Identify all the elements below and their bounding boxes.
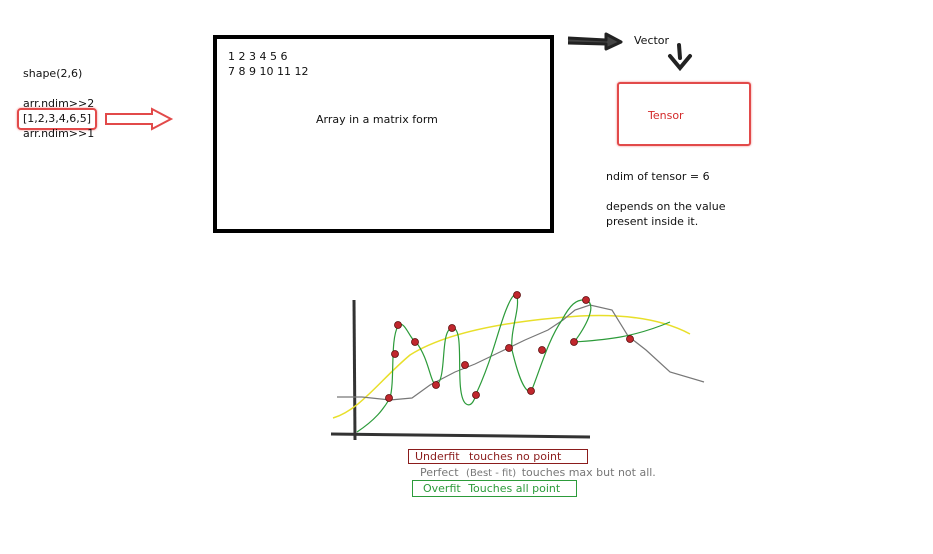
shape-note: shape(2,6)	[23, 67, 83, 80]
data-point	[626, 335, 634, 343]
data-point	[448, 324, 456, 332]
matrix-caption: Array in a matrix form	[316, 113, 438, 126]
overfit-curve	[356, 294, 671, 433]
data-point	[538, 346, 546, 354]
data-point	[505, 344, 513, 352]
underfit-legend: Underfit touches no point	[408, 449, 588, 464]
data-point	[385, 394, 393, 402]
tensor-box	[617, 82, 751, 146]
perfect-description: touches max but not all.	[521, 466, 656, 479]
matrix-row-1: 1 2 3 4 5 6	[228, 50, 288, 63]
black-arrow-down-icon	[668, 43, 692, 72]
tensor-ndim-note: ndim of tensor = 6	[606, 170, 710, 183]
array-1d-note: [1,2,3,4,6,5]	[23, 112, 92, 125]
data-point	[472, 391, 480, 399]
perfect-subtitle: (Best - fit)	[466, 468, 517, 479]
array-1d-highlight	[17, 108, 97, 130]
x-axis	[330, 432, 591, 439]
ndim-2-note: arr.ndim>>2	[23, 97, 95, 110]
underfit-description: touches no point	[469, 450, 562, 463]
tensor-label: Tensor	[648, 109, 684, 122]
matrix-row-2: 7 8 9 10 11 12	[228, 65, 309, 78]
data-point	[391, 350, 399, 358]
tensor-depends-line-2: present inside it.	[606, 215, 699, 228]
data-point	[411, 338, 419, 346]
vector-label: Vector	[634, 34, 670, 47]
y-axis	[352, 299, 357, 441]
underfit-curve	[332, 314, 691, 419]
data-point	[394, 321, 402, 329]
perfect-title: Perfect	[420, 466, 459, 479]
data-points	[385, 291, 634, 402]
data-point	[461, 361, 469, 369]
red-arrow-icon	[105, 107, 174, 131]
data-point	[582, 296, 590, 304]
black-arrow-right-icon	[567, 32, 623, 51]
overfit-title: Overfit	[423, 482, 461, 495]
data-point	[527, 387, 535, 395]
overfit-description: Touches all point	[468, 482, 561, 495]
overfit-legend: Overfit Touches all point	[412, 480, 577, 497]
data-point	[513, 291, 521, 299]
matrix-box	[213, 35, 554, 233]
data-point	[570, 338, 578, 346]
underfit-title: Underfit	[415, 450, 460, 463]
perfect-legend: Perfect (Best - fit) touches max but not…	[420, 466, 656, 480]
data-point	[432, 381, 440, 389]
ndim-1-note: arr.ndim>>1	[23, 127, 95, 140]
tensor-depends-line-1: depends on the value	[606, 200, 726, 213]
